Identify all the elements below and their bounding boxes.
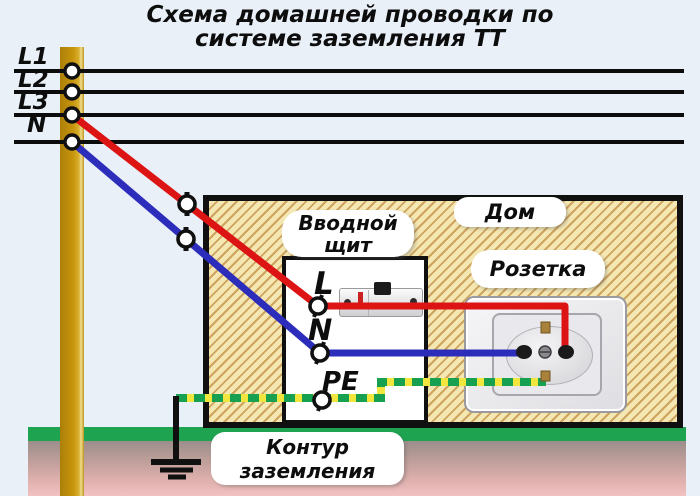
house-label: Дом xyxy=(454,197,566,227)
socket-outlet-icon xyxy=(464,296,627,413)
socket-label-text: Розетка xyxy=(489,257,587,281)
power-line-label-l3: L3 xyxy=(18,89,49,115)
socket-label: Розетка xyxy=(471,250,605,288)
page-title: Схема домашней проводки по системе зазем… xyxy=(0,3,700,51)
ground-loop-label-line2: заземления xyxy=(239,458,376,483)
breaker-red-indicator xyxy=(358,292,363,303)
entry-panel-label-line1: Вводной xyxy=(298,210,398,235)
terminal-label-pe: PE xyxy=(322,367,359,397)
entry-panel-label-line2: щит xyxy=(324,232,372,257)
entry-panel-label: Вводной щит xyxy=(282,210,414,257)
ground-loop-label: Контур заземления xyxy=(211,432,404,485)
entry-panel-box xyxy=(282,256,428,424)
house-label-text: Дом xyxy=(484,200,536,224)
utility-pole xyxy=(60,47,84,496)
socket-recess-disc xyxy=(506,326,593,385)
breaker-toggle-icon xyxy=(374,282,391,295)
power-line-label-n: N xyxy=(27,112,47,138)
breaker-screw-right xyxy=(410,298,417,305)
terminal-label-l: L xyxy=(314,266,334,302)
power-line-label-l2: L2 xyxy=(18,67,49,93)
insulator-icon-phase xyxy=(177,194,197,214)
power-line-label-l1: L1 xyxy=(18,44,49,70)
page-title-line2: системе заземления ТТ xyxy=(195,26,505,52)
power-lines xyxy=(14,69,684,144)
circuit-breaker-icon xyxy=(339,282,423,317)
terminal-label-n: N xyxy=(308,313,333,347)
page-title-line1: Схема домашней проводки по xyxy=(146,2,554,28)
insulator-icon-neutral xyxy=(176,229,196,249)
breaker-seam xyxy=(368,290,369,316)
breaker-screw-left xyxy=(344,299,351,306)
span-insulators xyxy=(176,192,197,251)
ground-loop-label-line1: Контур xyxy=(266,434,349,459)
